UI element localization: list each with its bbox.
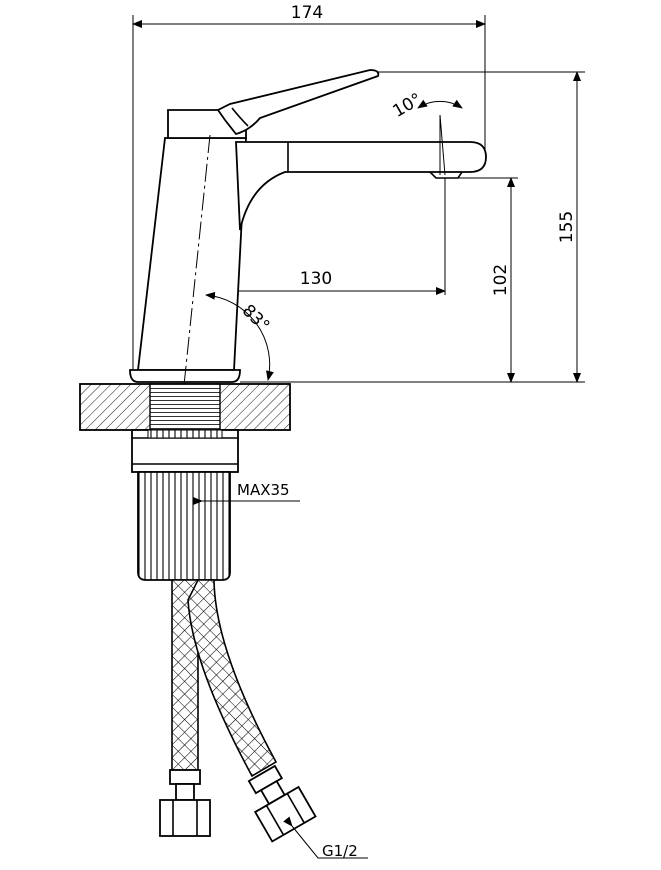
- angle-10-label: 10°: [389, 89, 425, 121]
- dim-102-label: 102: [491, 264, 511, 296]
- dim-174-label: 174: [291, 3, 323, 23]
- countertop-section: [79, 383, 291, 431]
- max-thickness-annotation: MAX35: [193, 481, 300, 505]
- mounting-nut: [131, 429, 239, 473]
- flexible-hoses: [171, 579, 278, 778]
- dimension-total-height: 155: [557, 71, 581, 383]
- dimension-spout-height: 102: [491, 177, 515, 383]
- body-center-line: [182, 134, 211, 396]
- dim-130-label: 130: [300, 269, 332, 289]
- connection-thread-annotation: G1/2: [283, 816, 368, 860]
- extension-lines: [132, 15, 585, 383]
- hose-fittings: [159, 764, 317, 843]
- angle-83-label: 83°: [238, 301, 273, 336]
- g12-label: G1/2: [322, 842, 358, 860]
- max35-label: MAX35: [237, 481, 290, 499]
- ribbed-shank: [137, 471, 231, 581]
- dim-155-label: 155: [557, 211, 577, 243]
- dimension-overall-length: 174: [132, 3, 486, 28]
- faucet-body: [129, 69, 487, 383]
